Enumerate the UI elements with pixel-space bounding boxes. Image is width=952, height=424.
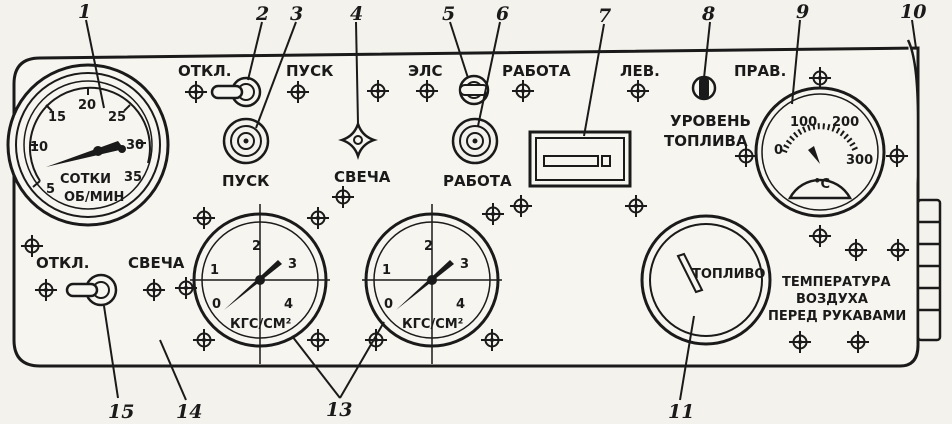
toggle-switch-pusk bbox=[210, 76, 262, 108]
pressure-right-tick-3: 3 bbox=[460, 257, 469, 272]
label-pusk-top: ПУСК bbox=[286, 62, 334, 80]
label-temp-line2: ВОЗДУХА bbox=[796, 292, 868, 307]
temp-tick-200: 200 bbox=[832, 115, 859, 130]
label-uroven-line1: УРОВЕНЬ bbox=[670, 112, 751, 130]
label-lev: ЛЕВ. bbox=[620, 62, 660, 80]
pressure-gauge-right: 1 2 3 0 4 КГС/СМ² bbox=[362, 204, 502, 364]
label-svecha-left: СВЕЧА bbox=[128, 254, 185, 272]
label-svecha-center: СВЕЧА bbox=[334, 168, 391, 186]
fuel-gauge: ТОПЛИВО bbox=[640, 214, 772, 346]
label-otkl-top: ОТКЛ. bbox=[178, 62, 231, 80]
callout-13: 13 bbox=[326, 399, 352, 421]
callout-1: 1 bbox=[78, 1, 91, 23]
pressure-gauge-left: 1 2 3 0 4 КГС/СМ² bbox=[190, 204, 330, 364]
label-uroven-line2: ТОПЛИВА bbox=[664, 132, 748, 150]
callout-15: 15 bbox=[108, 401, 134, 423]
callout-9: 9 bbox=[796, 1, 809, 23]
callout-14: 14 bbox=[176, 401, 202, 423]
pressure-left-tick-1: 1 bbox=[210, 263, 219, 278]
tacho-unit-line2: ОБ/МИН bbox=[64, 190, 124, 205]
temp-unit: °С bbox=[814, 177, 830, 192]
tacho-tick-35: 35 bbox=[124, 170, 142, 185]
pressure-right-tick-4: 4 bbox=[456, 297, 465, 312]
label-rabota-bottom: РАБОТА bbox=[443, 172, 512, 190]
indicator-lamp-rabota bbox=[451, 117, 499, 165]
label-temp-line1: ТЕМПЕРАТУРА bbox=[782, 275, 891, 290]
temp-tick-300: 300 bbox=[846, 153, 873, 168]
pressure-right-tick-0: 0 bbox=[384, 297, 393, 312]
callout-3: 3 bbox=[290, 3, 303, 25]
tacho-tick-15: 15 bbox=[48, 110, 66, 125]
indicator-lamp-pusk bbox=[222, 117, 270, 165]
callout-5: 5 bbox=[442, 3, 455, 25]
fuel-gauge-label: ТОПЛИВО bbox=[692, 267, 765, 282]
pressure-right-unit: КГС/СМ² bbox=[402, 317, 463, 332]
callout-4: 4 bbox=[350, 3, 363, 25]
tachometer-gauge: 5 10 15 20 25 30 35 СОТКИ ОБ/МИН bbox=[6, 63, 170, 227]
label-otkl-left: ОТКЛ. bbox=[36, 254, 89, 272]
callout-10: 10 bbox=[900, 1, 926, 23]
tacho-tick-5: 5 bbox=[46, 182, 55, 197]
toggle-switch-els bbox=[458, 74, 490, 106]
glow-plug-indicator bbox=[338, 120, 378, 160]
pressure-left-tick-4: 4 bbox=[284, 297, 293, 312]
tacho-tick-25: 25 bbox=[108, 110, 126, 125]
leader-lines bbox=[85, 19, 917, 401]
temp-tick-0: 0 bbox=[774, 143, 783, 158]
pressure-left-unit: КГС/СМ² bbox=[230, 317, 291, 332]
temp-tick-100: 100 bbox=[790, 115, 817, 130]
hour-counter bbox=[528, 130, 632, 188]
tacho-tick-20: 20 bbox=[78, 98, 96, 113]
tacho-tick-30: 30 bbox=[126, 138, 144, 153]
label-temp-line3: ПЕРЕД РУКАВАМИ bbox=[768, 309, 906, 324]
pressure-right-tick-1: 1 bbox=[382, 263, 391, 278]
callout-2: 2 bbox=[255, 3, 269, 25]
label-prav: ПРАВ. bbox=[734, 62, 786, 80]
tacho-tick-10: 10 bbox=[30, 140, 48, 155]
pressure-left-tick-0: 0 bbox=[212, 297, 221, 312]
pressure-left-tick-2: 2 bbox=[252, 239, 261, 254]
callout-8: 8 bbox=[701, 3, 715, 25]
pressure-left-tick-3: 3 bbox=[288, 257, 297, 272]
label-els: ЭЛС bbox=[408, 62, 442, 80]
air-temperature-gauge: 0 100 200 300 °С bbox=[754, 86, 886, 218]
toggle-switch-svecha bbox=[65, 273, 118, 307]
fuel-level-selector-switch bbox=[691, 75, 717, 101]
tacho-unit-line1: СОТКИ bbox=[60, 172, 111, 187]
callout-6: 6 bbox=[496, 3, 509, 25]
callout-7: 7 bbox=[598, 5, 611, 27]
label-rabota-top: РАБОТА bbox=[502, 62, 571, 80]
connector-plug bbox=[906, 39, 942, 342]
callout-11: 11 bbox=[668, 401, 694, 423]
pressure-right-tick-2: 2 bbox=[424, 239, 433, 254]
label-pusk-bottom: ПУСК bbox=[222, 172, 270, 190]
